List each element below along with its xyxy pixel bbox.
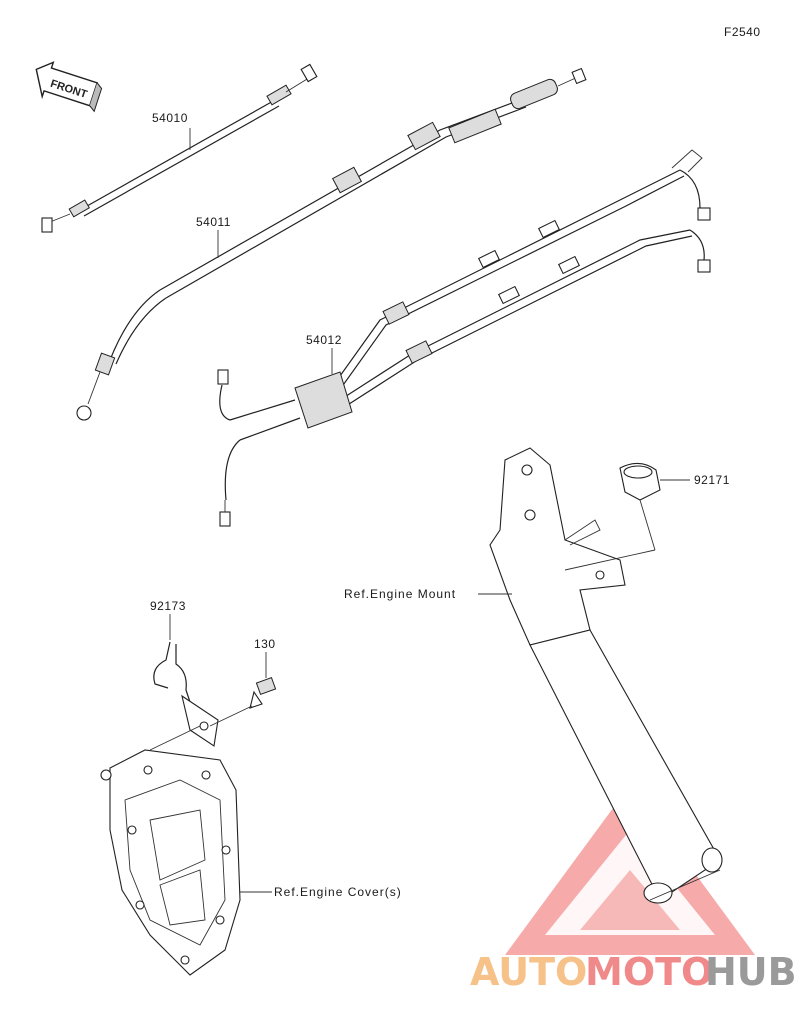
watermark-logo xyxy=(505,785,755,955)
watermark-triangle-core xyxy=(580,870,680,930)
bolt-130 xyxy=(209,652,277,727)
cable-54010 xyxy=(41,63,318,233)
watermark-text: AUTO MOTO HUB xyxy=(470,950,797,994)
ref-engine-cover: Ref.Engine Cover(s) xyxy=(274,885,402,899)
watermark-moto: MOTO xyxy=(585,950,713,994)
cable-54011 xyxy=(76,67,587,421)
part-number-54011-label: 54011 xyxy=(196,215,231,229)
cable-54012-pair xyxy=(217,149,711,527)
hook-92173 xyxy=(153,614,219,747)
cable-junction-block xyxy=(294,371,353,429)
part-number-54012: 54012 xyxy=(306,333,342,347)
part-number-92171: 92171 xyxy=(694,473,730,487)
clamp-92171 xyxy=(564,462,690,571)
part-number-130: 130 xyxy=(254,637,276,651)
front-direction-badge: FRONT xyxy=(35,61,103,113)
part-number-54010: 54010 xyxy=(152,111,188,125)
diagram-code: F2540 xyxy=(724,25,761,39)
watermark-hub: HUB xyxy=(705,950,797,994)
engine-cover xyxy=(100,725,241,976)
part-number-92173: 92173 xyxy=(150,599,186,613)
engine-mount-bracket xyxy=(489,447,723,904)
ref-engine-mount: Ref.Engine Mount xyxy=(344,587,456,601)
watermark-auto: AUTO xyxy=(470,950,587,994)
